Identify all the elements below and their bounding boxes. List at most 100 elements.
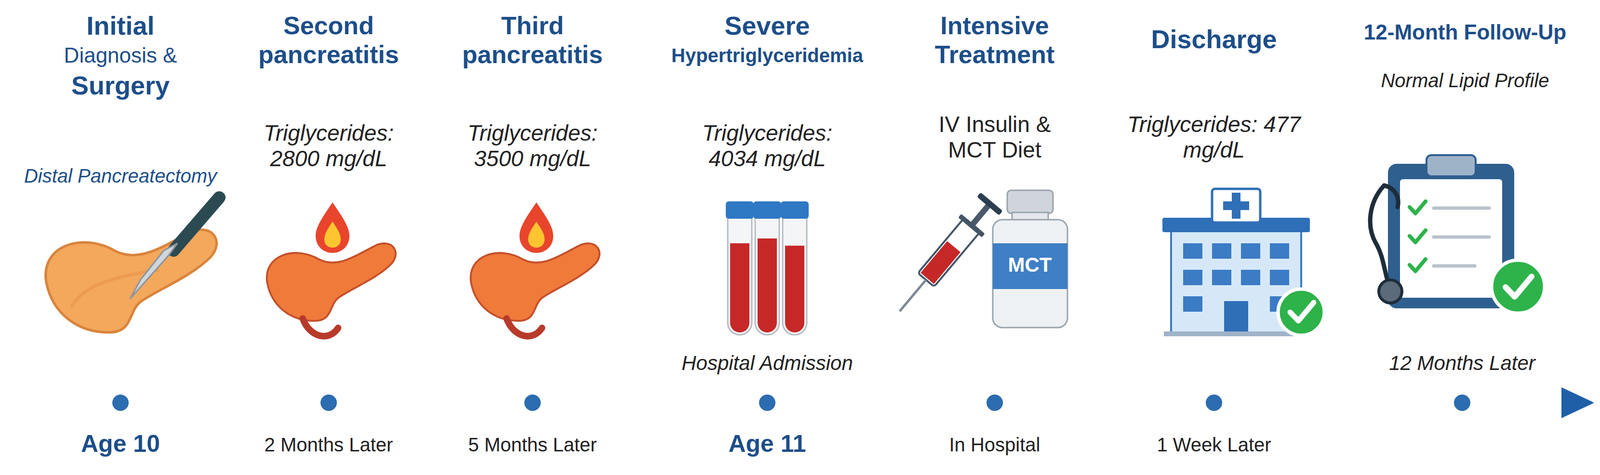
stage-heading: Discharge — [1112, 24, 1316, 54]
test-tubes-icon-part — [780, 201, 809, 219]
inflamed-pancreas-icon-part — [266, 243, 396, 337]
test-tubes-icon-part — [782, 216, 807, 335]
hospital-icon-part — [1223, 201, 1250, 211]
stage-heading: Hypertriglyceridemia — [653, 44, 881, 67]
timeline-axis-part — [111, 393, 1472, 413]
inflamed-pancreas-icon-part — [519, 202, 554, 254]
clipboard-icon-part — [1426, 155, 1476, 177]
hospital-icon-part-part — [1212, 243, 1232, 259]
timeline-axis-part-part — [523, 393, 542, 413]
hospital-icon-part — [1290, 302, 1314, 321]
test-tubes-icon-part — [753, 201, 782, 219]
timeline-axis-part-part — [111, 393, 130, 413]
clipboard-icon — [1370, 155, 1545, 314]
timeline-axis-part-part — [1204, 393, 1224, 413]
timeline-axis-part — [1561, 387, 1595, 419]
timeline-axis-part-part — [319, 393, 338, 413]
clipboard-icon-part — [1491, 260, 1545, 314]
time-label: 5 Months Later — [436, 433, 629, 456]
stage-heading: Intensive Treatment — [898, 11, 1092, 70]
pancreas-scalpel-icon-part-part — [45, 229, 217, 333]
time-label: 1 Week Later — [1117, 433, 1311, 456]
hospital-icon-part-part — [1269, 243, 1290, 259]
lab-value: Triglycerides: 477 mg/dL — [1122, 111, 1306, 163]
hospital-icon-part-part — [1269, 269, 1290, 286]
time-label: 2 Months Later — [232, 433, 426, 456]
timeline-axis-part-part — [758, 393, 777, 413]
clipboard-icon-part-part — [1409, 230, 1426, 243]
hospital-icon-part-part — [1183, 296, 1203, 312]
syringe-icon-part — [899, 280, 927, 312]
clipboard-icon-part — [1505, 276, 1532, 297]
mct-bottle-icon-part — [992, 243, 1068, 290]
time-label: In Hospital — [898, 433, 1092, 456]
separator-lines-part — [240, 110, 417, 113]
age-label: Age 11 — [690, 430, 845, 459]
test-tubes-icon-part — [725, 201, 754, 219]
clipboard-icon-part-part — [1433, 206, 1490, 211]
timeline-axis-part-part — [1453, 393, 1472, 413]
test-tubes-icon-part — [757, 238, 777, 333]
mct-bottle-icon-part — [1007, 190, 1054, 214]
syringe-icon-part — [958, 213, 985, 238]
separator-lines-part — [24, 110, 217, 113]
outcome-note: Normal Lipid Profile — [1344, 69, 1586, 92]
syringe-icon — [887, 191, 1004, 322]
hospital-icon-part — [1278, 289, 1325, 336]
treatment-note: IV Insulin & MCT Diet — [912, 111, 1077, 163]
procedure-note: Distal Pancreatectomy — [7, 164, 234, 187]
separator-lines — [24, 62, 1581, 112]
hospital-icon-part-part — [1240, 243, 1261, 259]
pancreas-scalpel-icon-part — [45, 229, 217, 333]
clipboard-icon-part — [1409, 201, 1426, 272]
inflamed-pancreas-icon-part-part — [315, 202, 350, 254]
inflamed-pancreas-icon-part-part — [506, 318, 543, 337]
hospital-icon-part-part — [1183, 243, 1203, 259]
inflamed-pancreas-icon-part-part — [266, 243, 396, 321]
inflamed-pancreas-icon — [470, 202, 600, 337]
clipboard-icon-part-part — [1409, 259, 1426, 272]
mct-bottle-icon — [992, 190, 1068, 328]
separator-lines-part — [443, 110, 622, 113]
timeline-note: 12 Months Later — [1360, 351, 1564, 375]
hospital-icon-part — [1212, 188, 1261, 223]
timeline-axis-part-part — [985, 393, 1004, 413]
separator-lines-part — [1344, 61, 1581, 64]
timeline-axis — [4, 387, 1595, 419]
stage-heading: Second pancreatitis — [237, 11, 421, 70]
clipboard-icon-part — [1384, 185, 1399, 208]
inflamed-pancreas-icon-part-part — [528, 221, 545, 248]
clipboard-icon-part-part — [1433, 264, 1475, 268]
lab-value: Triglycerides: 3500 mg/dL — [440, 120, 625, 172]
separator-lines-part — [896, 101, 1094, 104]
timeline-note: Hospital Admission — [646, 351, 888, 375]
inflamed-pancreas-icon-part — [470, 243, 600, 337]
pancreas-scalpel-icon-part — [173, 197, 220, 251]
hospital-icon — [1162, 188, 1325, 337]
clipboard-icon-part-part — [1433, 235, 1490, 240]
lab-value: Triglycerides: 4034 mg/dL — [675, 120, 859, 172]
separator-lines-part — [665, 110, 873, 113]
bottle-label: MCT — [996, 253, 1064, 277]
hospital-icon-part — [1224, 301, 1249, 333]
test-tubes-icon-part — [785, 245, 805, 333]
test-tubes-icon — [725, 201, 809, 335]
inflamed-pancreas-icon-part-part — [470, 243, 600, 321]
stage-heading: Severe — [656, 10, 879, 41]
inflamed-pancreas-icon-part — [315, 202, 350, 254]
clipboard-icon-part-part — [1409, 201, 1426, 214]
stage-heading: Diagnosis & — [14, 43, 227, 68]
hospital-icon-part-part — [1212, 269, 1232, 286]
stage-heading: Initial — [14, 10, 227, 41]
stage-heading: Surgery — [14, 70, 227, 101]
pancreas-scalpel-icon-part — [130, 243, 178, 299]
age-label: Age 10 — [43, 430, 198, 459]
hospital-icon-part-part — [1183, 269, 1203, 286]
clipboard-icon-part — [1433, 208, 1490, 267]
syringe-icon-part — [920, 240, 961, 284]
timeline-axis-part — [4, 400, 1567, 406]
clipboard-icon-part — [1378, 280, 1402, 304]
lab-value: Triglycerides: 2800 mg/dL — [237, 120, 421, 172]
stage-heading: 12-Month Follow-Up — [1337, 20, 1593, 45]
